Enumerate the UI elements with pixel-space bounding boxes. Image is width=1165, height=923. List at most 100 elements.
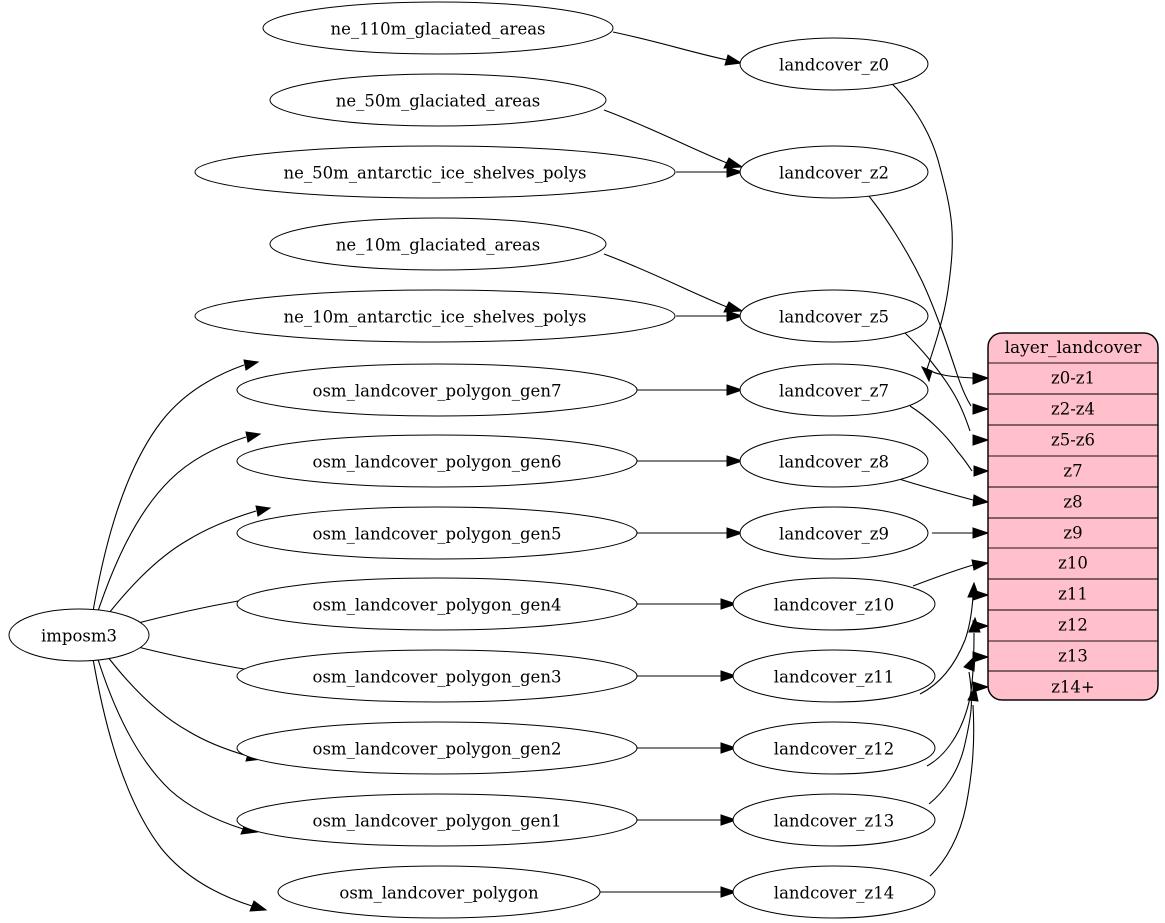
arrowhead <box>972 527 990 539</box>
node-shape[interactable] <box>732 865 936 919</box>
node-landcover_z0[interactable]: landcover_z0 <box>739 37 929 91</box>
edge-ne10glac-to-z5 <box>603 253 728 308</box>
table-row-z11-label: z11 <box>1058 585 1088 604</box>
node-label: landcover_z8 <box>779 453 889 472</box>
arrowhead <box>720 814 738 826</box>
node-shape[interactable] <box>236 793 638 847</box>
node-landcover_z2[interactable]: landcover_z2 <box>739 145 929 199</box>
node-shape[interactable] <box>739 37 929 91</box>
node-shape[interactable] <box>732 649 936 703</box>
node-ne_110m_glaciated_areas[interactable]: ne_110m_glaciated_areas <box>262 1 614 55</box>
node-osm_landcover_polygon_gen6[interactable]: osm_landcover_polygon_gen6 <box>236 434 638 488</box>
node-label: ne_50m_glaciated_areas <box>336 92 541 111</box>
node-shape[interactable] <box>236 363 638 417</box>
node-shape[interactable] <box>732 577 936 631</box>
arrowhead <box>972 589 990 601</box>
table-header-label: layer_landcover <box>1005 338 1143 358</box>
node-ne_10m_antarctic_ice_shelves_polys[interactable]: ne_10m_antarctic_ice_shelves_polys <box>194 289 676 343</box>
node-label: landcover_z10 <box>774 596 894 615</box>
node-shape[interactable] <box>269 217 607 271</box>
node-shape[interactable] <box>739 145 929 199</box>
edge-ne50glac-to-z2 <box>603 109 728 164</box>
table-background <box>987 332 1159 701</box>
node-label: landcover_z0 <box>779 56 889 75</box>
node-landcover_z9[interactable]: landcover_z9 <box>739 506 929 560</box>
node-label: osm_landcover_polygon_gen1 <box>313 812 562 831</box>
node-shape[interactable] <box>236 649 638 703</box>
arrowhead <box>720 886 738 898</box>
node-osm_landcover_polygon_gen3[interactable]: osm_landcover_polygon_gen3 <box>236 649 638 703</box>
node-shape[interactable] <box>236 577 638 631</box>
node-label: osm_landcover_polygon_gen6 <box>313 453 562 472</box>
node-ne_50m_glaciated_areas[interactable]: ne_50m_glaciated_areas <box>269 73 607 127</box>
node-shape[interactable] <box>739 363 929 417</box>
arrowhead <box>724 54 743 66</box>
node-ne_50m_antarctic_ice_shelves_polys[interactable]: ne_50m_antarctic_ice_shelves_polys <box>194 145 676 199</box>
node-osm_landcover_polygon_gen1[interactable]: osm_landcover_polygon_gen1 <box>236 793 638 847</box>
node-shape[interactable] <box>732 721 936 775</box>
node-label: landcover_z9 <box>779 525 889 544</box>
landcover-view-group: landcover_z0 landcover_z2 landcover_z5 l… <box>732 37 936 919</box>
table-row-z7-label: z7 <box>1063 462 1082 481</box>
node-landcover_z12[interactable]: landcover_z12 <box>732 721 936 775</box>
edge-imposm3-to-gen6 <box>95 436 247 618</box>
table-row-z10-label: z10 <box>1058 554 1088 573</box>
arrowhead <box>972 494 990 507</box>
table-row-z12-label: z12 <box>1058 616 1088 635</box>
node-shape[interactable] <box>739 289 929 343</box>
layer-landcover-table[interactable]: layer_landcover z0-z1 z2-z4 z5-z6 z7 z8 … <box>987 332 1159 701</box>
table-row-z9-label: z9 <box>1063 524 1082 543</box>
node-label: osm_landcover_polygon_gen7 <box>313 382 562 401</box>
table-row-z8-label: z8 <box>1063 493 1082 512</box>
node-shape[interactable] <box>262 1 614 55</box>
node-imposm3[interactable]: imposm3 <box>8 608 150 662</box>
table-row-z13-label: z13 <box>1058 647 1088 666</box>
node-osm_landcover_polygon_gen7[interactable]: osm_landcover_polygon_gen7 <box>236 363 638 417</box>
arrowhead <box>726 455 744 467</box>
node-shape[interactable] <box>8 608 150 662</box>
node-ne_10m_glaciated_areas[interactable]: ne_10m_glaciated_areas <box>269 217 607 271</box>
node-landcover_z5[interactable]: landcover_z5 <box>739 289 929 343</box>
node-label: ne_10m_antarctic_ice_shelves_polys <box>283 308 586 327</box>
table-row-z2z4-label: z2-z4 <box>1051 400 1095 419</box>
node-shape[interactable] <box>732 793 936 847</box>
node-shape[interactable] <box>739 506 929 560</box>
node-landcover_z10[interactable]: landcover_z10 <box>732 577 936 631</box>
table-row-z5z6-label: z5-z6 <box>1051 431 1095 450</box>
node-label: ne_50m_antarctic_ice_shelves_polys <box>283 164 586 183</box>
edge-z11-to-row-z11 <box>919 596 974 695</box>
node-osm_landcover_polygon_gen5[interactable]: osm_landcover_polygon_gen5 <box>236 506 638 560</box>
node-landcover_z8[interactable]: landcover_z8 <box>739 434 929 488</box>
node-landcover_z14[interactable]: landcover_z14 <box>732 865 936 919</box>
node-osm_landcover_polygon_gen4[interactable]: osm_landcover_polygon_gen4 <box>236 577 638 631</box>
edge-imposm3-to-gen2 <box>103 651 249 757</box>
node-shape[interactable] <box>236 506 638 560</box>
node-shape[interactable] <box>236 434 638 488</box>
arrowhead <box>972 403 990 415</box>
node-osm_landcover_polygon_gen2[interactable]: osm_landcover_polygon_gen2 <box>236 721 638 775</box>
node-shape[interactable] <box>236 721 638 775</box>
table-row-z14-label: z14+ <box>1051 678 1095 697</box>
edge-z5-to-row-z5z6 <box>902 330 971 432</box>
node-osm_landcover_polygon[interactable]: osm_landcover_polygon <box>277 865 601 919</box>
edge-z10-to-row-z10 <box>912 564 974 587</box>
edge-ne110-to-z0 <box>612 31 728 61</box>
arrowhead <box>255 505 272 517</box>
node-landcover_z11[interactable]: landcover_z11 <box>732 649 936 703</box>
node-landcover_z7[interactable]: landcover_z7 <box>739 363 929 417</box>
node-shape[interactable] <box>194 145 676 199</box>
arrowhead <box>720 670 738 682</box>
node-label: osm_landcover_polygon <box>339 884 539 903</box>
node-landcover_z13[interactable]: landcover_z13 <box>732 793 936 847</box>
node-shape[interactable] <box>739 434 929 488</box>
arrowhead <box>972 620 990 632</box>
arrowhead <box>973 465 990 477</box>
node-shape[interactable] <box>277 865 601 919</box>
node-shape[interactable] <box>269 73 607 127</box>
node-label: landcover_z2 <box>779 164 889 183</box>
node-label: imposm3 <box>41 627 117 646</box>
node-shape[interactable] <box>194 289 676 343</box>
edge-z7-to-row-z7 <box>909 405 973 472</box>
arrowhead <box>726 384 744 396</box>
